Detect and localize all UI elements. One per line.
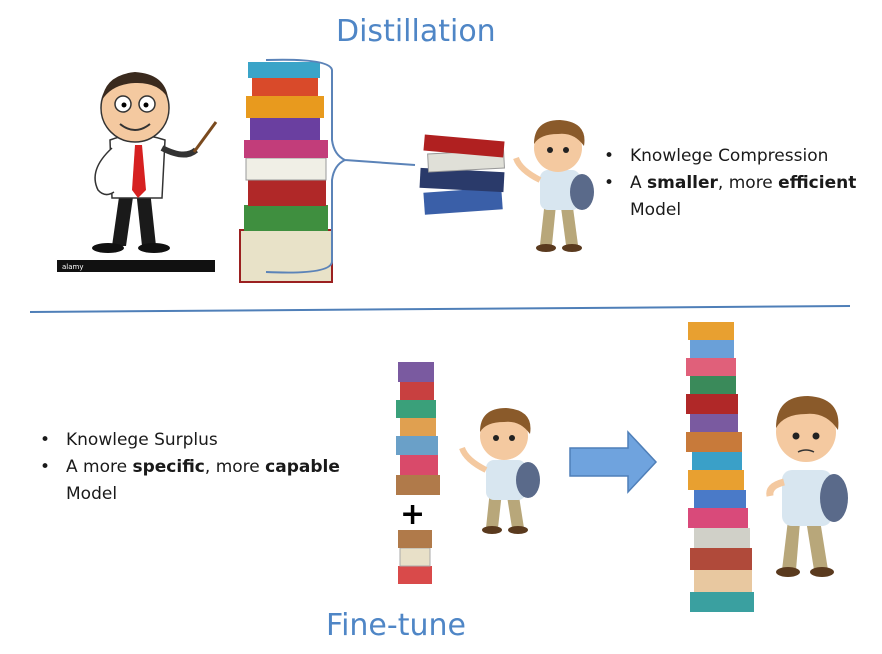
watermark-text: alamy bbox=[62, 263, 84, 271]
bullet-item: A more specific, more capable Model bbox=[36, 454, 356, 508]
distillation-bullets: Knowlege Compression A smaller, more eff… bbox=[600, 143, 870, 224]
bullet-text: , more bbox=[717, 173, 779, 193]
extra-book-stack bbox=[398, 530, 432, 584]
bullet-text: , more bbox=[204, 457, 266, 477]
bullet-text: Knowlege Compression bbox=[630, 146, 829, 166]
distillation-title: Distillation bbox=[336, 14, 496, 49]
fine-tune-title: Fine-tune bbox=[326, 608, 466, 643]
bullet-bold: smaller bbox=[647, 173, 718, 193]
bullet-bold: capable bbox=[265, 457, 340, 477]
tall-book-stack bbox=[686, 322, 754, 612]
plus-sign: + bbox=[400, 497, 425, 532]
bullet-text: Model bbox=[630, 200, 682, 220]
bullet-bold: efficient bbox=[778, 173, 857, 193]
bullet-item: Knowlege Surplus bbox=[36, 427, 356, 454]
bullet-text: A bbox=[630, 173, 648, 193]
bullet-item: Knowlege Compression bbox=[600, 143, 870, 170]
bullet-text: Knowlege Surplus bbox=[66, 430, 218, 450]
base-book-stack bbox=[396, 362, 440, 495]
large-book-stack bbox=[239, 62, 333, 283]
teacher-illustration: alamy bbox=[57, 72, 218, 272]
right-arrow-icon bbox=[569, 430, 658, 494]
section-divider bbox=[29, 305, 851, 313]
bullet-text: Model bbox=[66, 484, 118, 504]
student-before-illustration bbox=[459, 408, 540, 534]
watermark-bar bbox=[57, 260, 215, 272]
fine-tune-bullets: Knowlege Surplus A more specific, more c… bbox=[36, 427, 356, 508]
bullet-item: A smaller, more efficient Model bbox=[600, 170, 870, 224]
small-book-stack bbox=[419, 134, 505, 215]
student-after-illustration bbox=[766, 396, 848, 577]
student-illustration bbox=[513, 120, 594, 252]
bullet-bold: specific bbox=[132, 457, 205, 477]
bullet-text: A more bbox=[66, 457, 133, 477]
bracket-connector bbox=[265, 58, 416, 274]
